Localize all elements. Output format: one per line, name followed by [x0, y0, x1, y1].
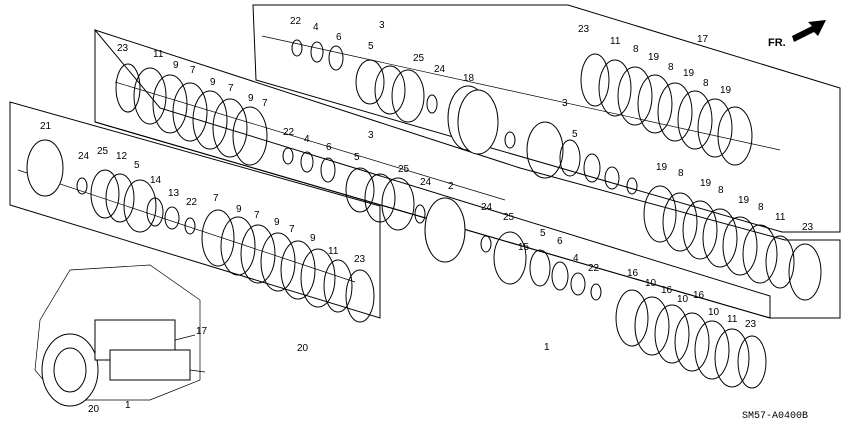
callout: 9 — [210, 77, 216, 88]
callout: 3 — [368, 130, 374, 141]
diagram-code: SM57-A0400B — [742, 411, 808, 422]
callout: 23 — [117, 43, 129, 54]
callout: 8 — [678, 168, 684, 179]
callout: 15 — [518, 242, 530, 253]
callout: 10 — [677, 294, 689, 305]
callout: 5 — [354, 152, 360, 163]
panel-main — [94, 29, 841, 319]
callout: 24 — [78, 151, 90, 162]
callout: 7 — [254, 210, 260, 221]
callout: 7 — [228, 83, 234, 94]
arrow-icon — [792, 20, 826, 42]
callout: 14 — [150, 175, 162, 186]
callout: 21 — [40, 121, 52, 132]
callout: 22 — [290, 16, 302, 27]
middle-row-parts — [115, 63, 822, 301]
front-direction-indicator: FR. — [768, 20, 826, 49]
fr-label: FR. — [768, 37, 786, 49]
transmission-assembly-illustration — [34, 264, 206, 407]
callout: 1 — [125, 400, 131, 411]
panel-top — [252, 4, 841, 233]
callout: 19 — [683, 68, 695, 79]
callout: 10 — [708, 307, 720, 318]
callout: 22 — [186, 197, 198, 208]
callout: 7 — [289, 224, 295, 235]
callout: 11 — [775, 212, 786, 223]
callout: 9 — [310, 233, 316, 244]
callout: 5 — [540, 228, 546, 239]
callout: 9 — [173, 60, 179, 71]
callout: 2 — [448, 181, 454, 192]
callout: 8 — [633, 44, 639, 55]
panel-lower — [9, 101, 381, 319]
callout: 23 — [354, 254, 366, 265]
callout: 24 — [420, 177, 432, 188]
callout: 23 — [578, 24, 590, 35]
callout: 13 — [168, 188, 180, 199]
callout: 10 — [645, 278, 657, 289]
callout: 20 — [88, 404, 100, 415]
callout: 9 — [274, 217, 280, 228]
callout: 19 — [656, 162, 668, 173]
callout: 5 — [368, 41, 374, 52]
callout: 23 — [802, 222, 814, 233]
callout: 11 — [727, 314, 738, 325]
callout: 16 — [627, 268, 639, 279]
callout: 19 — [700, 178, 712, 189]
callout: 8 — [718, 185, 724, 196]
callout: 18 — [463, 73, 475, 84]
callout: 25 — [398, 164, 410, 175]
callout: 11 — [153, 49, 164, 60]
callout: 8 — [668, 62, 674, 73]
callout: 4 — [313, 22, 319, 33]
callout: 23 — [745, 319, 757, 330]
callout: 7 — [190, 65, 196, 76]
callout: 11 — [610, 36, 621, 47]
callout: 6 — [336, 32, 342, 43]
callout: 22 — [588, 263, 600, 274]
callout-labels: 22 4 6 3 5 25 24 18 23 11 8 19 8 19 8 19… — [40, 16, 814, 415]
lower-row-parts — [26, 139, 767, 389]
callout: 6 — [557, 236, 563, 247]
callout: 5 — [134, 160, 140, 171]
callout: 9 — [248, 93, 254, 104]
callout: 24 — [434, 64, 446, 75]
callout: 4 — [304, 134, 310, 145]
callout: 8 — [703, 78, 709, 89]
callout: 4 — [573, 253, 579, 264]
callout: 19 — [738, 195, 750, 206]
callout: 12 — [116, 151, 128, 162]
callout: 20 — [297, 343, 309, 354]
callout: 16 — [693, 290, 705, 301]
callout: 7 — [262, 98, 268, 109]
callout: 25 — [503, 212, 515, 223]
callout: 17 — [196, 326, 208, 337]
callout: 5 — [572, 129, 578, 140]
callout: 17 — [697, 34, 709, 45]
callout: 9 — [236, 204, 242, 215]
callout: 19 — [648, 52, 660, 63]
callout: 11 — [328, 246, 339, 257]
callout: 3 — [379, 20, 385, 31]
callout: 25 — [97, 146, 109, 157]
callout: 19 — [720, 85, 732, 96]
callout: 8 — [758, 202, 764, 213]
top-row-parts — [291, 39, 753, 195]
callout: 24 — [481, 202, 493, 213]
callout: 7 — [213, 193, 219, 204]
assembly-label-1: 1 — [544, 342, 550, 353]
callout: 3 — [562, 98, 568, 109]
callout: 6 — [326, 142, 332, 153]
callout: 22 — [283, 127, 295, 138]
callout: 16 — [661, 285, 673, 296]
callout: 25 — [413, 53, 425, 64]
